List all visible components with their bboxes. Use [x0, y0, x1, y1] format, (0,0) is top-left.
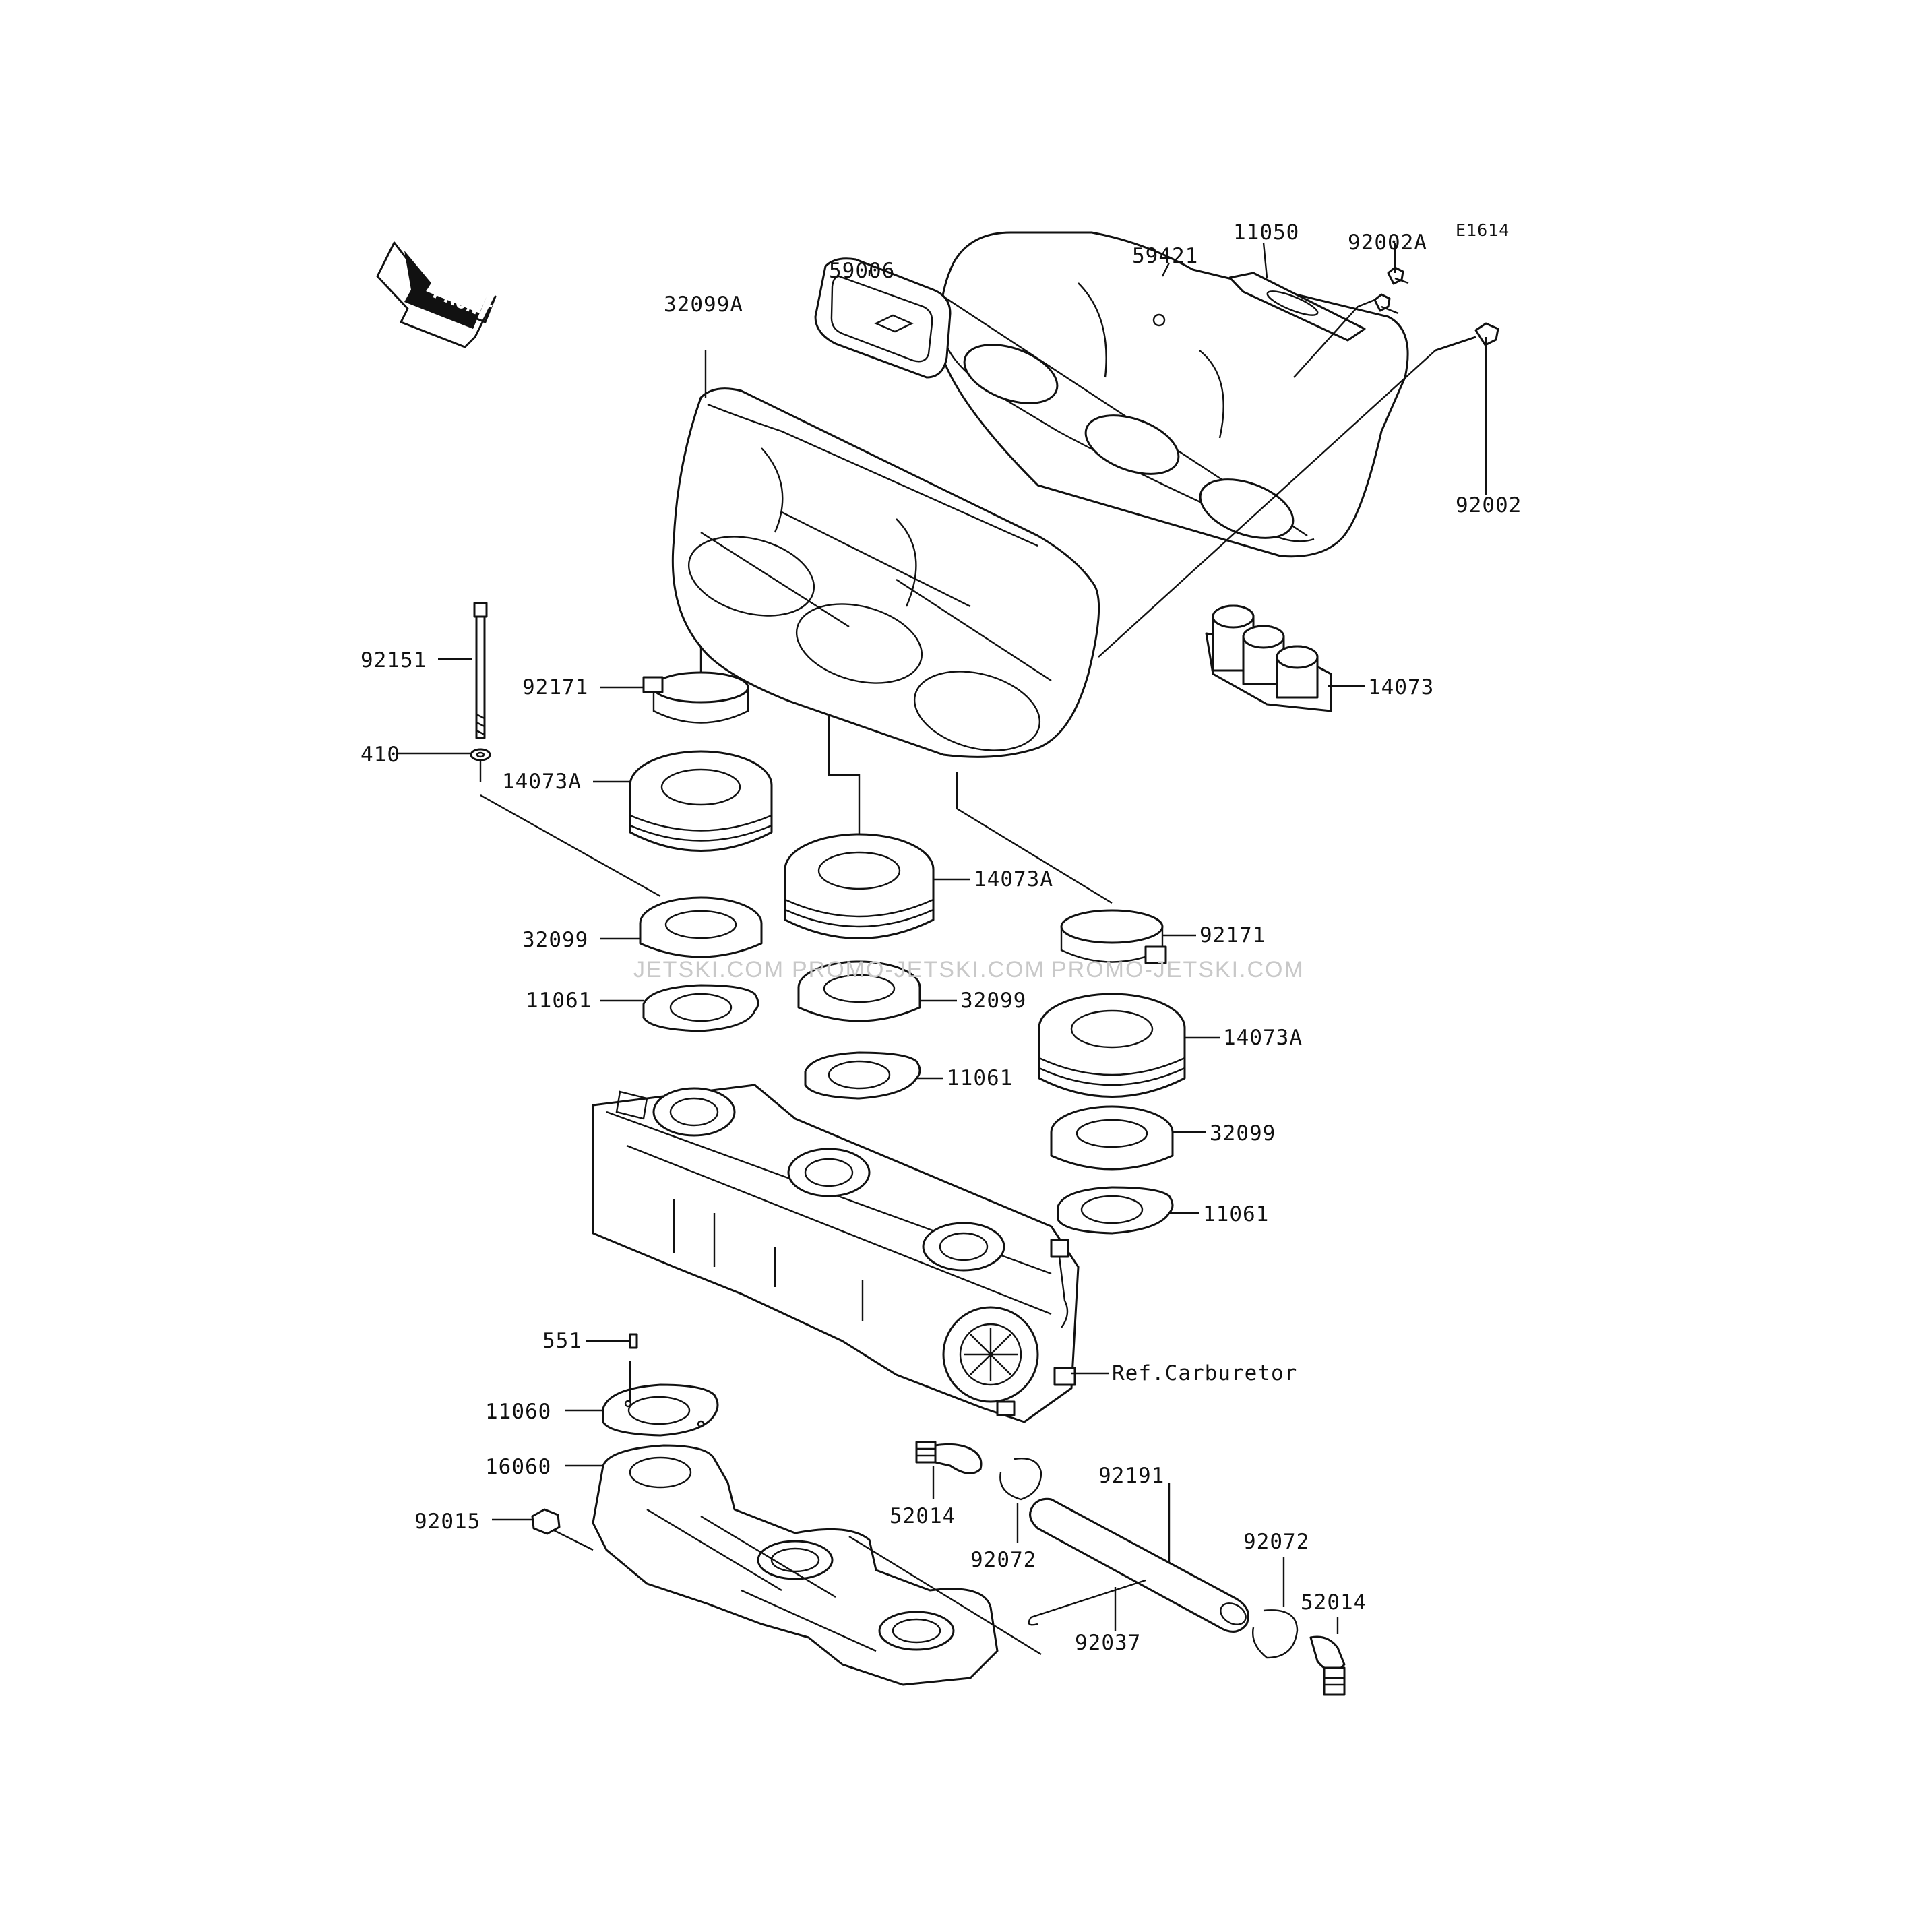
reference-note: Ref.Carburetor [1112, 1361, 1297, 1385]
callout-92191: 92191 [1098, 1464, 1164, 1488]
callout-16060: 16060 [485, 1455, 551, 1479]
callout-11060: 11060 [485, 1400, 551, 1424]
base-gasket-shape [602, 1383, 719, 1437]
long-bolt-shape [470, 602, 491, 761]
callout-59421: 59421 [1132, 244, 1198, 268]
callout-11061-right: 11061 [1203, 1202, 1269, 1226]
callout-14073A-right: 14073A [1223, 1026, 1303, 1050]
callout-92151: 92151 [361, 648, 427, 673]
callout-92015: 92015 [414, 1509, 480, 1534]
callout-92002A: 92002A [1348, 230, 1427, 255]
fitting-shape [915, 1441, 983, 1474]
watermark: PROMO-JETSKI.COM [792, 957, 1045, 983]
callout-32099-left: 32099 [522, 928, 588, 952]
diagram-ref-code: E1614 [1456, 220, 1509, 240]
fitting-shape [1309, 1635, 1346, 1696]
callout-11061-mid: 11061 [947, 1066, 1013, 1090]
clip-shape [999, 1458, 1042, 1501]
callout-551: 551 [542, 1329, 582, 1353]
callout-32099-right: 32099 [1210, 1121, 1276, 1146]
watermark: JETSKI.COM [633, 957, 784, 983]
callout-92037: 92037 [1075, 1631, 1141, 1655]
callout-92171-left: 92171 [522, 675, 588, 699]
callout-92002: 92002 [1456, 493, 1522, 518]
callout-92072-left: 92072 [970, 1548, 1036, 1572]
sleeve-shape [629, 750, 1186, 1098]
callout-11061-left: 11061 [526, 989, 592, 1013]
bolt-shape [1373, 266, 1499, 352]
callout-410: 410 [361, 743, 400, 767]
clamp-shape [642, 671, 1167, 964]
leader-lines [396, 242, 1487, 1656]
callout-92072-right: 92072 [1243, 1530, 1309, 1554]
cable-tie-shape [1028, 1579, 1146, 1626]
cover-shape [671, 387, 1100, 758]
adaptor-shape [639, 896, 1174, 1171]
callout-59006: 59006 [829, 259, 895, 283]
callout-52014-right: 52014 [1301, 1590, 1367, 1615]
air-box-shape [938, 231, 1409, 558]
plate-shape [1228, 272, 1366, 342]
carburetor-assembly-shape [592, 1084, 1080, 1423]
callout-14073A-left: 14073A [502, 770, 582, 794]
callout-92171-right: 92171 [1199, 923, 1266, 947]
triple-sleeve-shape [1205, 604, 1332, 712]
callout-32099A: 32099A [664, 292, 743, 317]
filter-frame-shape [814, 257, 952, 379]
callout-52014-left: 52014 [890, 1504, 956, 1528]
callout-14073A-mid: 14073A [974, 867, 1053, 892]
callout-11050: 11050 [1233, 220, 1299, 245]
clip-shape [1252, 1609, 1299, 1659]
front-arrow-icon: FRONT [376, 241, 497, 348]
pin-shape [629, 1333, 638, 1349]
intake-manifold-shape [592, 1444, 999, 1686]
nut-shape [531, 1508, 561, 1535]
callout-14073: 14073 [1368, 675, 1434, 699]
hose-shape [1029, 1497, 1249, 1633]
watermark: PROMO-JETSKI.COM [1051, 957, 1305, 983]
gasket-shape [642, 984, 1174, 1235]
callout-32099-mid: 32099 [960, 989, 1026, 1013]
